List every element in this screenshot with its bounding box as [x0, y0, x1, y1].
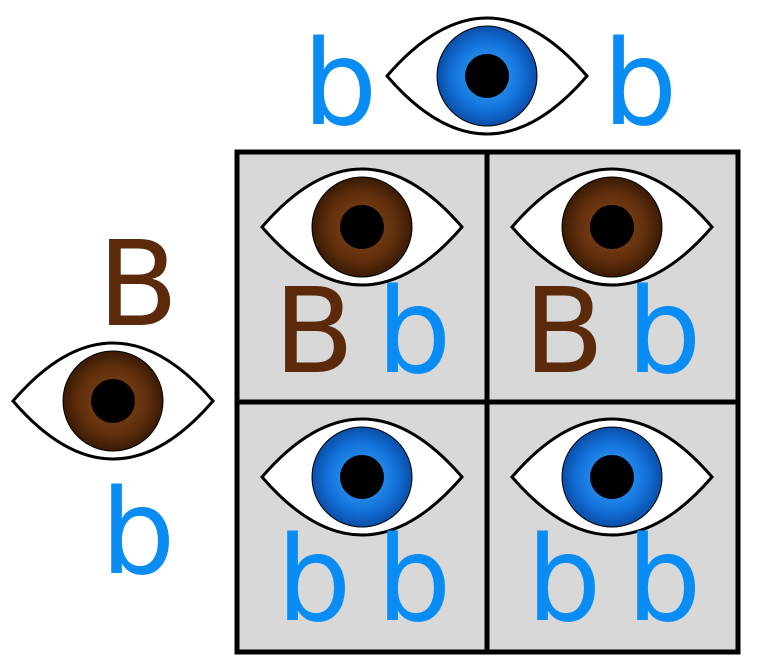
punnett-cell-3: b b — [260, 417, 464, 648]
cell-4-allele-2: b — [627, 510, 702, 648]
top-parent-allele-2: b — [603, 14, 678, 152]
brown-eye-icon — [260, 167, 464, 287]
left-parent-eye — [11, 341, 215, 461]
top-parent: b b — [303, 14, 678, 152]
cell-1-allele-2: b — [377, 262, 452, 400]
punnett-cell-1: B b — [260, 167, 464, 400]
brown-eye-icon — [11, 341, 215, 461]
blue-eye-icon — [385, 16, 589, 136]
cell-3-allele-2: b — [377, 510, 452, 648]
cell-4-allele-1: b — [527, 510, 602, 648]
cell-3-allele-1: b — [277, 510, 352, 648]
left-parent-allele-1: B — [98, 215, 179, 353]
top-parent-eye — [385, 16, 589, 136]
cell-1-allele-1: B — [274, 262, 355, 400]
cell-2-allele-2: b — [627, 262, 702, 400]
cell-2-allele-1: B — [524, 262, 605, 400]
brown-eye-icon — [510, 167, 714, 287]
punnett-cell-4: b b — [510, 417, 714, 648]
blue-eye-icon — [510, 417, 714, 537]
left-parent-allele-2: b — [101, 463, 176, 601]
punnett-cell-2: B b — [510, 167, 714, 400]
blue-eye-icon — [260, 417, 464, 537]
left-parent: B b — [11, 215, 215, 601]
top-parent-allele-1: b — [303, 14, 378, 152]
